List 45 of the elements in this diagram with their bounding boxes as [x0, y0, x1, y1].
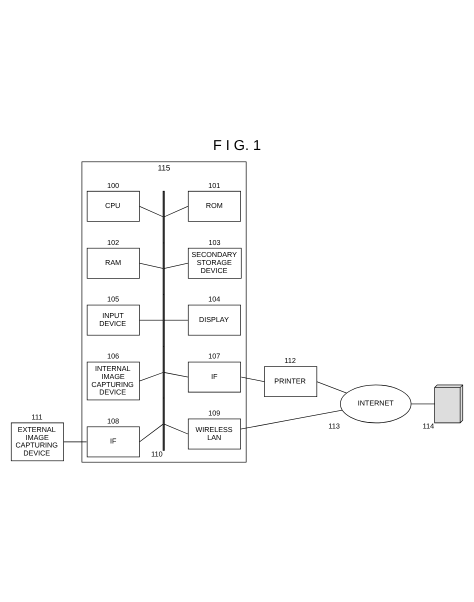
node-box: INTERNAL IMAGE CAPTURING DEVICE — [86, 361, 140, 400]
connector — [410, 403, 435, 404]
node-box: PRINTER — [264, 366, 318, 397]
connector — [139, 423, 164, 442]
node-box: EXTERNAL IMAGE CAPTURING DEVICE — [10, 422, 64, 461]
node-box: DISPLAY — [188, 304, 241, 336]
node-label: 110 — [151, 448, 163, 458]
node-label: 105 — [107, 294, 120, 304]
connector — [164, 262, 188, 268]
node-label: 106 — [107, 351, 120, 360]
connector — [240, 376, 265, 382]
connector — [139, 319, 164, 320]
node-box: CPU — [86, 190, 140, 222]
node-label: 112 — [284, 356, 296, 365]
node-label: 111 — [32, 412, 42, 421]
node-label: 109 — [208, 408, 220, 418]
node-label: 104 — [208, 294, 220, 304]
node-label: 103 — [208, 237, 221, 246]
node-label: 100 — [107, 180, 120, 190]
node-box: ROM — [188, 190, 241, 222]
connector — [164, 423, 188, 434]
cluster — [82, 160, 246, 462]
node-label: 101 — [208, 180, 220, 190]
node-box: IF — [188, 361, 241, 392]
connector — [164, 372, 188, 377]
node-box: SECONDARY STORAGE DEVICE — [188, 247, 242, 278]
diagram-title: F I G. 1 — [213, 137, 261, 154]
node-label: 107 — [208, 351, 220, 360]
node-box: RAM — [86, 247, 140, 278]
connector — [139, 372, 164, 381]
node-box: INPUT DEVICE — [86, 304, 140, 336]
connector — [139, 205, 164, 217]
node-label: 102 — [107, 237, 120, 246]
node-ellipse: INTERNET — [340, 384, 412, 423]
node-box: WIRELESS LAN — [188, 418, 241, 449]
connector — [164, 205, 188, 217]
node-box: IF — [86, 426, 140, 457]
connector — [139, 262, 164, 268]
node-label: 114 — [422, 421, 434, 430]
connector — [316, 380, 347, 393]
connector — [63, 441, 87, 442]
connector — [240, 409, 343, 429]
node-label: 113 — [328, 421, 340, 430]
connector — [164, 319, 188, 320]
node-label: 108 — [107, 416, 120, 425]
